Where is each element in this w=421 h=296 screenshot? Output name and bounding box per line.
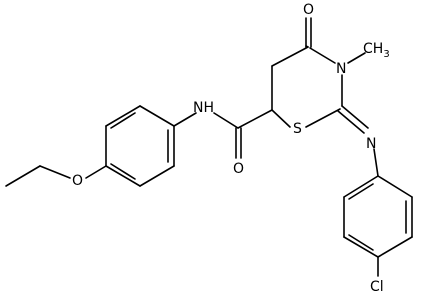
bond-camide-nh — [213, 112, 239, 129]
bond-ep-5 — [105, 105, 141, 127]
bond-c4-n3 — [309, 47, 336, 64]
amide-carbonyl — [235, 127, 242, 159]
bond-cp-6 — [343, 175, 379, 198]
bond-s1-c6 — [271, 109, 291, 128]
bond-ep-inner-3 — [110, 112, 136, 129]
bond-n3-methyl — [347, 52, 366, 64]
bond-n-aryl — [373, 148, 379, 177]
bond-cp-inner-3 — [348, 183, 374, 200]
bond-nh-aryl — [173, 112, 197, 127]
bond-o-ch2 — [39, 165, 71, 179]
bond-ep-6 — [139, 105, 175, 127]
ethoxyphenyl-ring — [105, 105, 175, 187]
ring-carbonyl — [305, 17, 312, 48]
bond-ar-o — [85, 165, 107, 179]
atom-label-methyl: CH3 — [363, 41, 390, 60]
atom-label-o-ether: O — [72, 173, 83, 189]
atom-label-methyl-subscript: 3 — [383, 49, 389, 60]
atom-label-o-ring-carbonyl: O — [303, 2, 314, 18]
bond-c2-s1 — [305, 108, 341, 128]
thiazinane-ring — [271, 45, 343, 128]
atom-label-o-amide: O — [233, 161, 244, 177]
atom-label-s-ring: S — [293, 121, 302, 137]
bond-ep-inner-2 — [110, 163, 136, 180]
bond-c2-n-1 — [341, 105, 369, 129]
atom-label-nh-amide: NH — [193, 100, 214, 116]
atom-label-cl: Cl — [370, 279, 384, 295]
imine-bond — [337, 105, 369, 134]
bond-ep-3 — [105, 165, 141, 187]
bond-cp-1 — [377, 175, 413, 198]
bond-ep-2 — [139, 165, 175, 187]
bond-cp-3 — [377, 236, 413, 258]
atom-label-n-ring: N — [336, 61, 346, 77]
bond-c6-camide — [237, 109, 273, 129]
bond-c5-c4 — [271, 46, 309, 67]
bond-cp-4 — [343, 236, 379, 258]
bond-ch2-ch3 — [5, 165, 41, 187]
bond-cp-inner-2 — [348, 234, 374, 251]
chlorophenyl-ring — [343, 175, 413, 258]
bond-c2-n-2 — [337, 110, 365, 134]
atom-label-n-imine: N — [366, 136, 376, 152]
